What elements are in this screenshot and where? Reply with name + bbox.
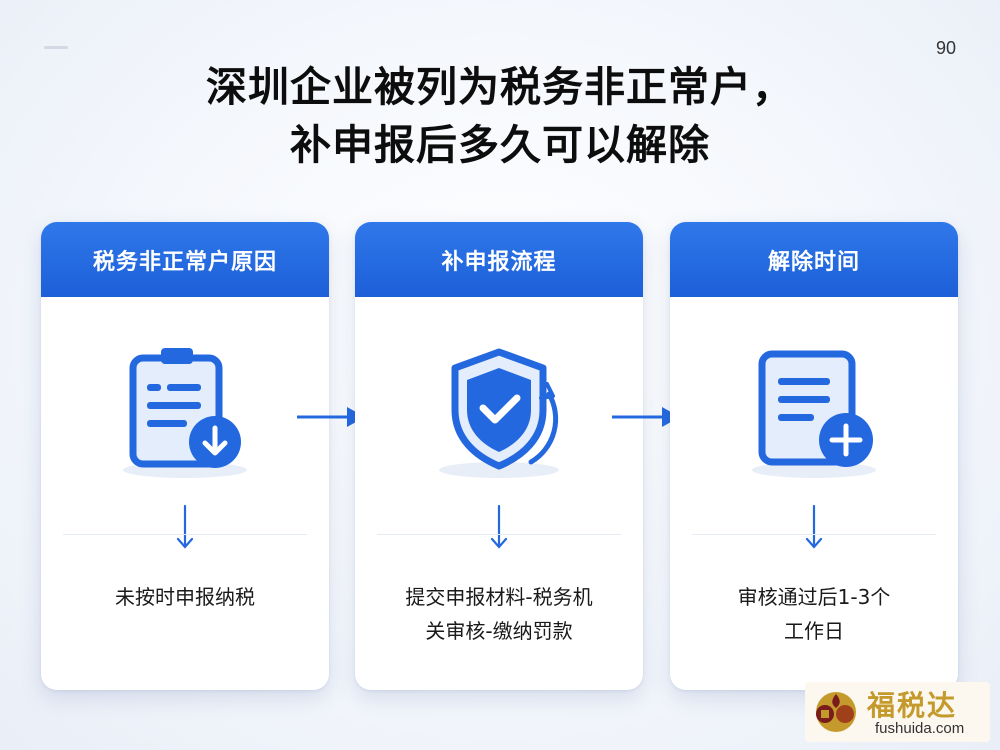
shield-check-refresh-icon — [419, 340, 579, 490]
card-process: 补申报流程 提交申报材料-税务机 关审核-缴纳罚款 — [355, 222, 643, 690]
brand-watermark: 福税达 fushuida.com — [805, 682, 990, 742]
page-number: 90 — [935, 38, 956, 58]
divider — [63, 534, 307, 535]
card-text: 审核通过后1-3个 工作日 — [737, 585, 891, 643]
card-heading: 补申报流程 — [355, 222, 643, 297]
down-arrow-icon — [175, 504, 195, 550]
document-add-icon — [734, 340, 894, 490]
card-heading: 税务非正常户原因 — [41, 222, 329, 297]
title-line-1: 深圳企业被列为税务非正常户， — [206, 63, 794, 111]
card-heading: 解除时间 — [670, 222, 958, 297]
clipboard-download-icon — [105, 340, 265, 490]
decorative-dash — [44, 46, 68, 49]
divider — [377, 534, 621, 535]
divider — [692, 534, 936, 535]
title-line-2: 补申报后多久可以解除 — [290, 121, 710, 169]
down-arrow-icon — [489, 504, 509, 550]
brand-logo-icon — [811, 688, 861, 736]
card-text: 未按时申报纳税 — [115, 585, 255, 609]
brand-name: 福税达 — [867, 689, 958, 722]
card-reason: 税务非正常户原因 未按时申报纳税 — [41, 222, 329, 690]
page-title: 深圳企业被列为税务非正常户， 补申报后多久可以解除 — [0, 58, 1000, 174]
card-release-time: 解除时间 审核通过后1-3个 工作日 — [670, 222, 958, 690]
brand-url[interactable]: fushuida.com — [875, 720, 965, 737]
down-arrow-icon — [804, 504, 824, 550]
card-text: 提交申报材料-税务机 关审核-缴纳罚款 — [405, 585, 593, 643]
